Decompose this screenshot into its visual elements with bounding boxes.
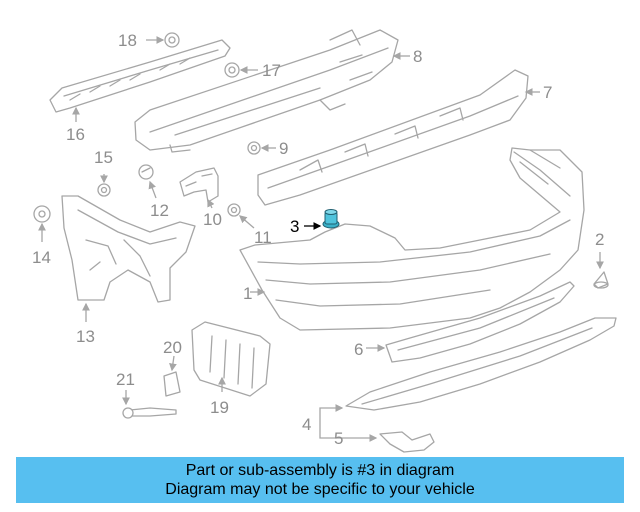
- callout-15: 15: [94, 148, 113, 167]
- callout-10: 10: [203, 210, 222, 229]
- banner-line-1: Part or sub-assembly is #3 in diagram: [185, 462, 455, 479]
- part-12-clip: [138, 164, 154, 180]
- part-8-reinforcement: [134, 29, 399, 153]
- callout-19: 19: [210, 398, 229, 417]
- part-9-clip: [247, 141, 261, 155]
- info-banner: Part or sub-assembly is #3 in diagram Di…: [16, 457, 624, 503]
- part-11-clip: [227, 203, 241, 217]
- callout-7: 7: [543, 83, 552, 102]
- part-16-bracket: [49, 39, 231, 113]
- callout-16: 16: [66, 125, 85, 144]
- part-2-clip: [593, 271, 609, 289]
- callout-18: 18: [118, 31, 137, 50]
- callout-5: 5: [334, 429, 343, 448]
- part-10-bracket: [179, 167, 219, 203]
- callout-12: 12: [150, 201, 169, 220]
- callout-20: 20: [163, 338, 182, 357]
- callout-6: 6: [354, 340, 363, 359]
- callout-labels: 1 2 3 4 5 6 7 8 9 10 11 12 13 14 15 16 1…: [32, 31, 604, 448]
- part-13-side-bracket: [61, 195, 196, 303]
- callout-9: 9: [279, 139, 288, 158]
- callout-17: 17: [262, 61, 281, 80]
- callout-8: 8: [413, 47, 422, 66]
- part-15-screw: [97, 183, 111, 197]
- callout-11: 11: [254, 228, 272, 247]
- part-6-trim: [385, 281, 575, 363]
- part-20-bracket: [163, 371, 181, 397]
- part-19-grille: [191, 321, 271, 397]
- callout-13: 13: [76, 327, 95, 346]
- part-14-clip: [33, 205, 51, 223]
- callout-3: 3: [290, 217, 299, 236]
- part-21-bolt: [122, 407, 177, 419]
- part-7-absorber: [257, 69, 529, 206]
- part-4-diffuser: [345, 317, 617, 411]
- callout-14: 14: [32, 248, 51, 267]
- leader-lines: [38, 36, 604, 442]
- part-5-bracket: [379, 431, 435, 453]
- callout-1: 1: [243, 284, 252, 303]
- part-1-bumper-cover: [239, 147, 585, 331]
- part-18-clip: [164, 32, 180, 48]
- part-17-nut: [224, 62, 240, 78]
- callout-21: 21: [116, 370, 135, 389]
- banner-line-2: Diagram may not be specific to your vehi…: [165, 481, 475, 498]
- callout-4: 4: [302, 415, 311, 434]
- callout-2: 2: [595, 230, 604, 249]
- part-3-bolt: [322, 209, 340, 229]
